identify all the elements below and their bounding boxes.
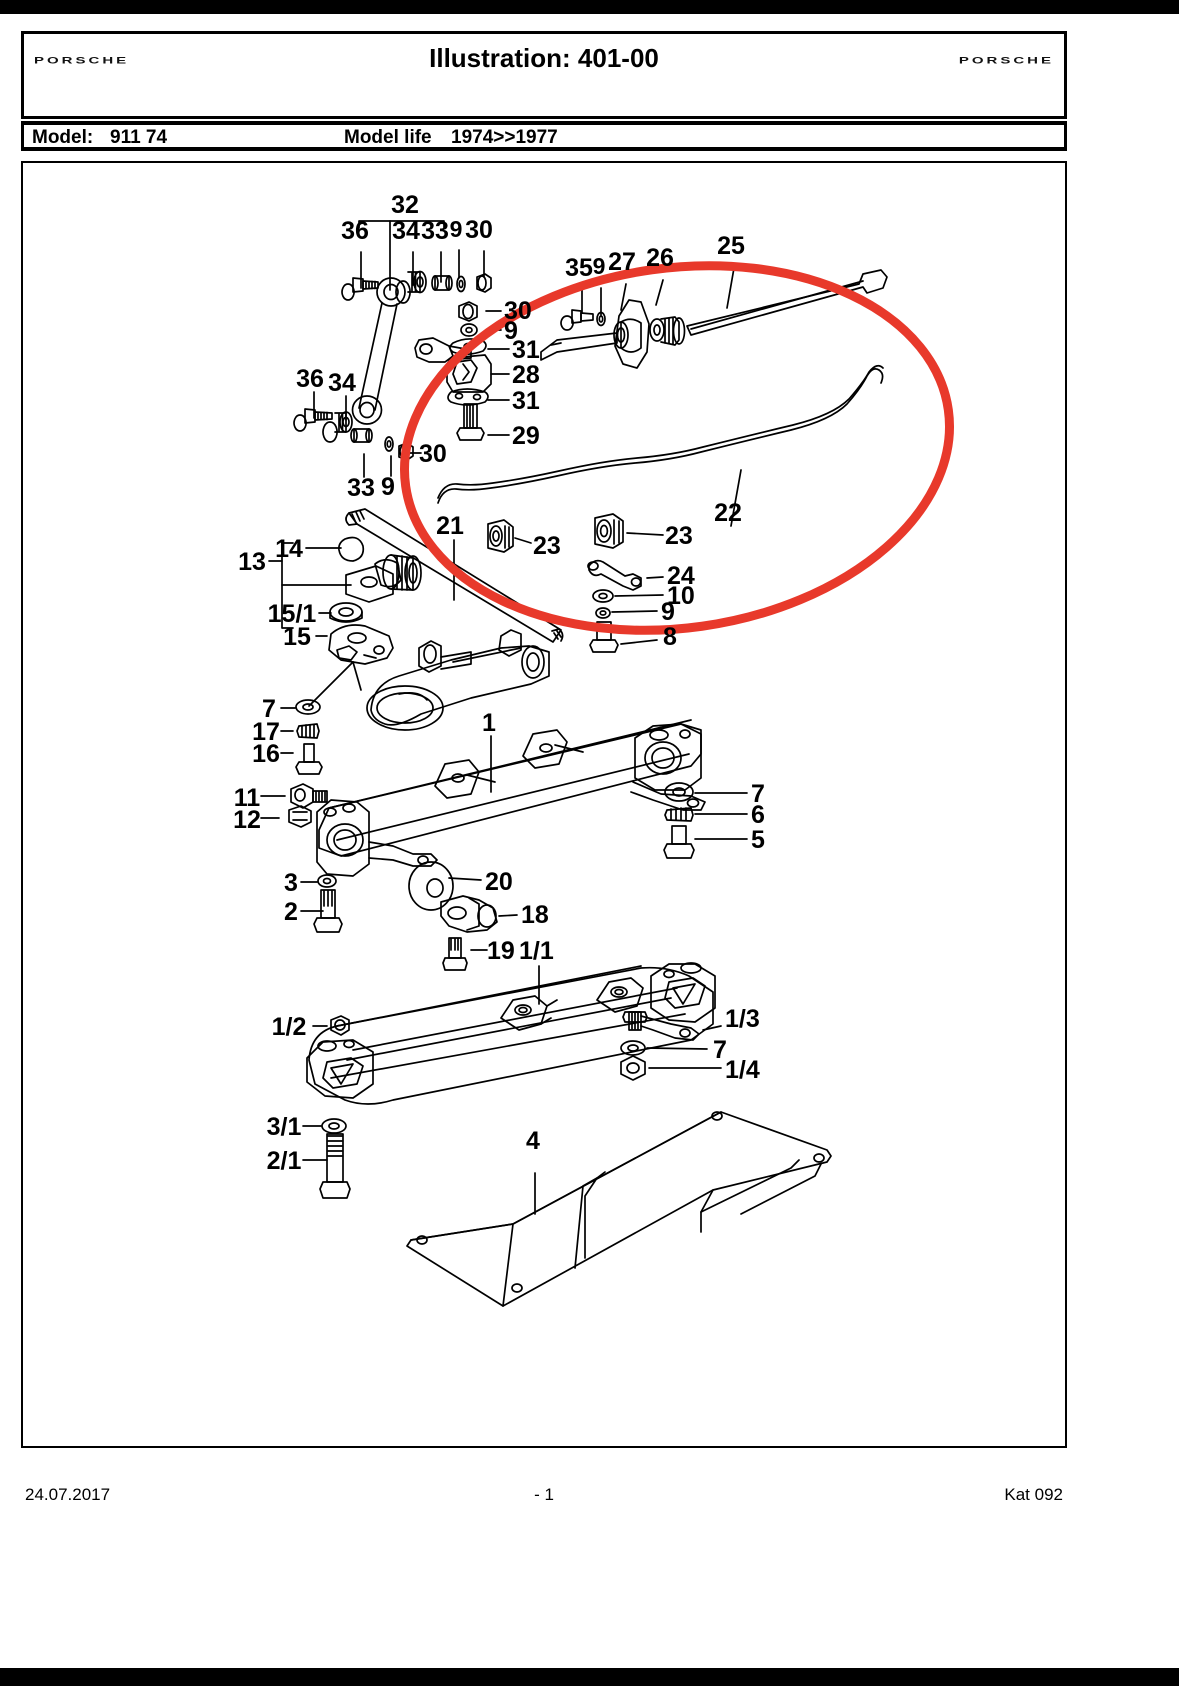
callout-4: 4 (526, 1127, 540, 1155)
callout-35: 35 (565, 254, 593, 282)
callout-36b: 36 (296, 365, 324, 393)
callout-2-1: 2/1 (267, 1147, 302, 1175)
lower-control-arm (366, 629, 550, 731)
model-label: Model: (32, 127, 94, 148)
callout-7a: 7 (262, 695, 276, 723)
diagram-geometry (260, 220, 888, 1307)
callout-11: 11 (234, 784, 261, 812)
callout-8: 8 (663, 623, 677, 651)
page-footer: 24.07.2017 - 1 Kat 092 (21, 1485, 1067, 1511)
bump-stop-group (408, 861, 518, 971)
cross-member-1 (316, 719, 706, 877)
callout-3: 3 (284, 869, 298, 897)
callout-29: 29 (512, 422, 540, 450)
callout-6: 6 (751, 801, 765, 829)
fastener-7-6-5 (663, 782, 748, 859)
callout-28: 28 (512, 361, 540, 389)
footer-date: 24.07.2017 (25, 1485, 111, 1504)
callout-33a: 33 (421, 217, 449, 245)
control-arm-mount-15 (308, 602, 394, 707)
technical-drawing-frame: 32 36 34 33 9 30 35 9 27 26 25 30 9 31 2… (21, 161, 1067, 1448)
drop-link-parts-lower (293, 391, 422, 478)
model-life-value: 1974>>1977 (451, 127, 558, 148)
callout-25: 25 (717, 232, 745, 260)
callout-23a: 23 (533, 532, 561, 560)
model-life-label: Model life (344, 127, 432, 148)
front-member-fasteners (302, 1011, 722, 1199)
stabilizer-mounts (487, 513, 664, 653)
callout-1: 1 (482, 709, 496, 737)
callout-18: 18 (521, 901, 549, 929)
callout-23b: 23 (665, 522, 693, 550)
fastener-3-2 (300, 874, 343, 933)
drop-link-assembly-32 (341, 220, 492, 425)
callout-9e: 9 (661, 598, 675, 626)
callout-1-1: 1/1 (519, 937, 554, 965)
callout-labels: 32 36 34 33 9 30 35 9 27 26 25 30 9 31 2… (233, 191, 765, 1175)
callout-34a: 34 (392, 217, 420, 245)
callout-7c: 7 (713, 1036, 727, 1064)
callout-31a: 31 (512, 336, 540, 364)
footer-page-number: - 1 (534, 1485, 554, 1504)
callout-26: 26 (646, 244, 674, 272)
callout-2: 2 (284, 898, 298, 926)
callout-9a: 9 (450, 216, 463, 242)
callout-7b: 7 (751, 780, 765, 808)
fastener-11-12 (260, 783, 328, 828)
callout-12: 12 (233, 806, 261, 834)
footer-catalog-code: Kat 092 (1004, 1485, 1063, 1504)
fastener-stack-7-17-16 (280, 699, 323, 775)
red-highlight-ellipse (400, 261, 954, 635)
callout-10: 10 (667, 582, 695, 610)
callout-9c: 9 (504, 317, 518, 345)
header-box: PORSCHE Illustration: 401-00 PORSCHE (21, 31, 1067, 119)
callout-1-3: 1/3 (725, 1005, 760, 1033)
callout-15-1: 15/1 (268, 600, 317, 628)
callout-20: 20 (485, 868, 513, 896)
front-cross-member-1-1 (306, 962, 716, 1105)
callout-9b: 9 (593, 253, 606, 279)
stabilizer-bar-22 (437, 364, 884, 527)
callout-21: 21 (436, 512, 464, 540)
callout-19: 19 (487, 937, 515, 965)
callout-34b: 34 (328, 369, 356, 397)
callout-14: 14 (275, 535, 303, 563)
callout-9d: 9 (381, 473, 395, 501)
callout-22: 22 (714, 499, 742, 527)
exploded-parts-diagram: 32 36 34 33 9 30 35 9 27 26 25 30 9 31 2… (233, 191, 954, 1307)
porsche-wordmark-right: PORSCHE (958, 55, 1054, 66)
callout-13: 13 (238, 548, 266, 576)
callout-36a: 36 (341, 217, 369, 245)
torsion-bar-21 (345, 508, 564, 643)
callout-16: 16 (252, 740, 280, 768)
callout-3-1: 3/1 (267, 1113, 302, 1141)
callout-5: 5 (751, 826, 765, 854)
callout-33b: 33 (347, 474, 375, 502)
callout-1-2: 1/2 (272, 1013, 307, 1041)
callout-31b: 31 (512, 387, 540, 415)
page-title: Illustration: 401-00 (429, 43, 659, 73)
callout-15: 15 (283, 623, 311, 651)
callout-32: 32 (391, 191, 419, 219)
model-info-bar: Model: 911 74 Model life 1974>>1977 (21, 121, 1067, 151)
under-shield-4 (406, 1111, 832, 1307)
callout-17: 17 (252, 718, 280, 746)
callout-30b: 30 (504, 297, 532, 325)
top-black-band (0, 0, 1179, 14)
callout-30a: 30 (465, 216, 493, 244)
callout-30c: 30 (419, 440, 447, 468)
porsche-wordmark-left: PORSCHE (34, 55, 130, 66)
callout-1-4: 1/4 (725, 1056, 760, 1084)
model-value: 911 74 (110, 127, 168, 148)
bush-set-13 (268, 536, 422, 629)
callout-24: 24 (667, 562, 695, 590)
bottom-black-band (0, 1668, 1179, 1686)
callout-27: 27 (608, 248, 636, 276)
